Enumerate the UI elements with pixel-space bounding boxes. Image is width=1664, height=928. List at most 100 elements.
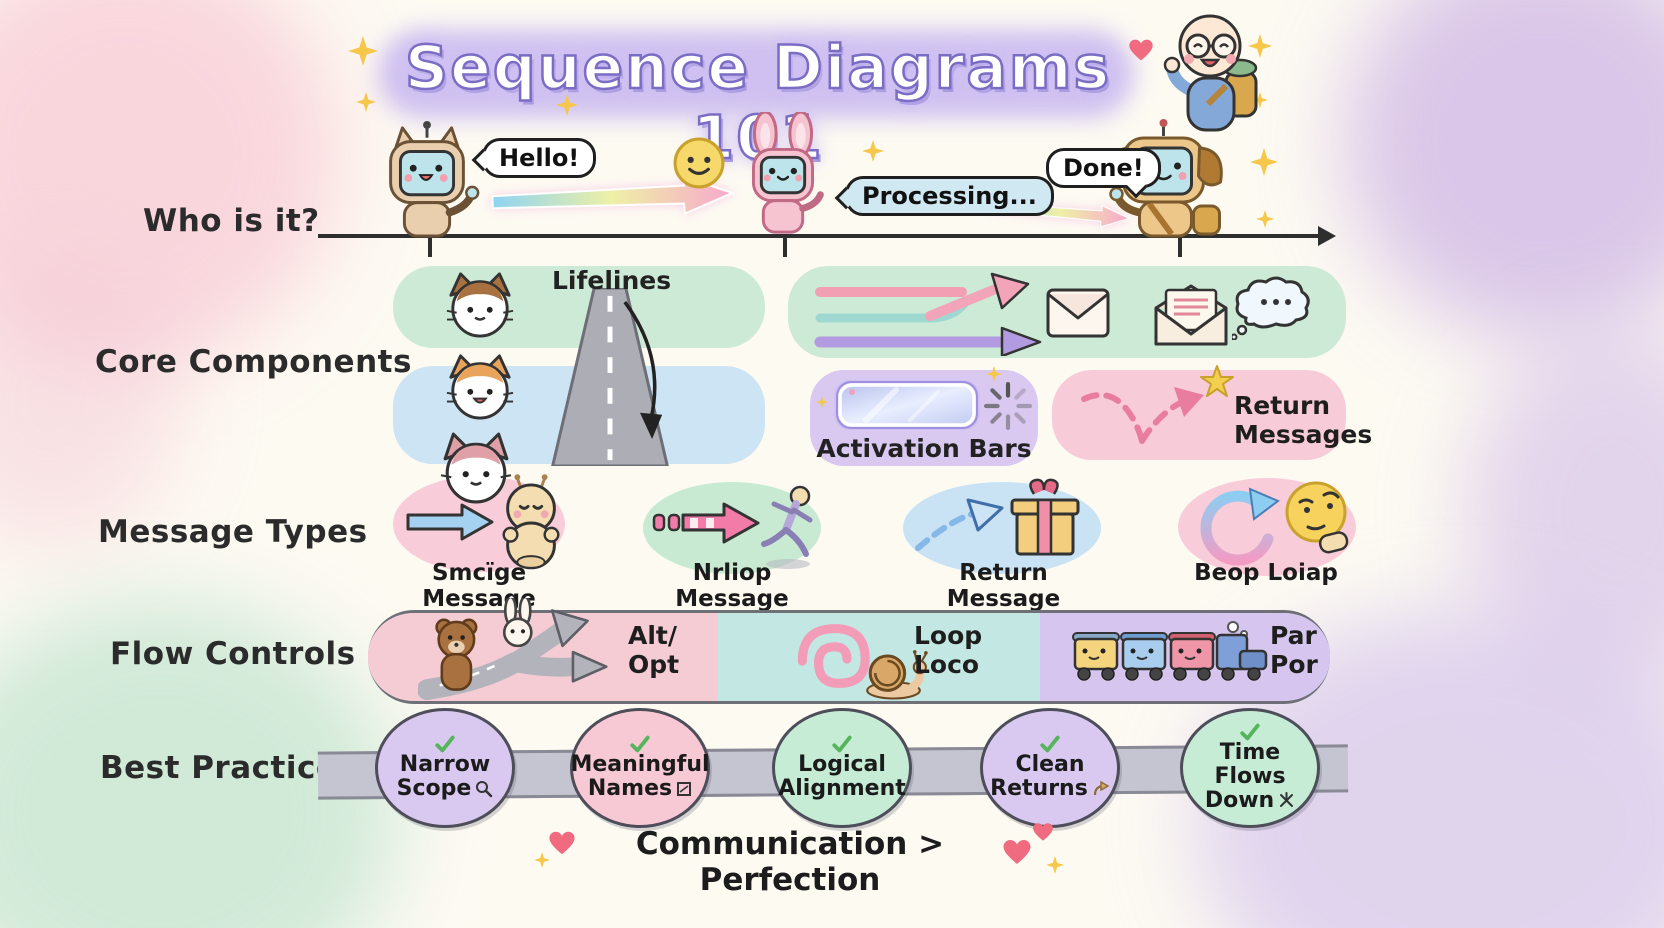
sparkle-icon (534, 852, 550, 868)
sparkle-icon (1248, 34, 1272, 58)
cat-face-icon (440, 432, 512, 504)
open-envelope-icon (1154, 284, 1228, 346)
timeline-axis (318, 234, 1320, 238)
sparkle-icon (816, 396, 828, 408)
practice-line2: Returns (990, 776, 1088, 801)
block-arrow-icon (406, 503, 494, 541)
thought-cloud-icon (1232, 276, 1310, 340)
loop-arrow-icon (1200, 487, 1280, 566)
zen-creature-icon (502, 474, 560, 570)
practice-line2: Names (587, 776, 673, 801)
heart-icon (1033, 823, 1053, 841)
practice-line1: Meaningful (570, 752, 710, 778)
practice-narrow-scope: Narrow Scope (375, 708, 515, 828)
sparkle-icon (1256, 210, 1274, 228)
runner-icon (761, 485, 813, 569)
practice-line2: Down (1204, 787, 1275, 813)
tool-icon (1280, 792, 1294, 808)
hello-text: Hello! (499, 144, 580, 172)
spinner-icon (984, 382, 1032, 430)
dashed-block-arrow-icon (652, 502, 760, 544)
train-icon (1072, 621, 1268, 681)
practice-line1: Clean (1015, 752, 1085, 778)
practice-logical-alignment: Logical Alignment (772, 708, 912, 828)
row-label-practices: Best Practices (100, 750, 357, 786)
sparkle-icon (556, 94, 578, 116)
road-icon (551, 288, 669, 466)
return-messages-label: Return Messages (1234, 391, 1373, 450)
cat-face-icon (446, 354, 514, 420)
practice-line1: Time Flows (1214, 740, 1286, 790)
practice-clean-returns: Clean Returns (980, 708, 1120, 828)
lifeline-tick (1178, 238, 1182, 257)
curved-arrow-icon (623, 300, 663, 439)
check-icon (1240, 724, 1260, 741)
sparkle-icon (862, 140, 884, 162)
square-icon (677, 781, 692, 796)
processing-speech-bubble: Processing... (834, 176, 1054, 216)
processing-text: Processing... (862, 182, 1037, 210)
check-icon (435, 735, 455, 753)
cat-robot-icon (389, 120, 480, 238)
message-arrows-icon (814, 272, 1042, 356)
return-line1: Return (1234, 391, 1331, 420)
bounce-arrow-icon (1081, 387, 1204, 444)
row-label-messages: Message Types (98, 514, 368, 550)
dashed-arrow-icon (915, 498, 1004, 551)
alt-opt-label: Alt/ Opt (628, 621, 680, 680)
lifeline-tick (783, 238, 787, 257)
gift-icon (1010, 478, 1080, 556)
thinking-face-icon (1285, 481, 1349, 554)
timeline-arrowhead-icon (1318, 226, 1336, 246)
loop-loco-label: Loop Loco (914, 621, 983, 680)
sparkle-icon (1046, 856, 1064, 874)
practice-line2: Scope (396, 776, 472, 801)
cat-face-icon (446, 272, 514, 338)
heart-icon (549, 831, 575, 855)
activation-bar-icon (834, 380, 980, 430)
row-label-core: Core Components (95, 344, 412, 380)
done-speech-bubble: Done! (1046, 148, 1161, 199)
smiley-icon (673, 137, 725, 189)
sparkle-icon (1252, 92, 1268, 108)
return-line2: Messages (1234, 419, 1373, 449)
bunny-robot-icon (751, 112, 824, 234)
lifeline-tick (428, 238, 432, 257)
rainbow-arrow-icon (491, 175, 736, 215)
sparkle-icon (986, 366, 1002, 382)
sparkle-icon (356, 92, 376, 112)
check-icon (832, 735, 852, 753)
alt-line2: Opt (628, 649, 680, 679)
practice-line1: Narrow (399, 752, 491, 778)
hello-speech-bubble: Hello! (471, 138, 597, 178)
sparkle-icon (348, 36, 378, 66)
envelope-icon (1046, 288, 1110, 338)
practice-time-flows-down: Time Flows Down (1180, 708, 1320, 828)
message-type-label: Beop Loiap (1194, 560, 1338, 586)
message-type-label: Nrliop Message (675, 560, 789, 612)
heart-icon (1129, 39, 1153, 61)
row-label-flow: Flow Controls (110, 636, 356, 672)
loop-line1: Loop (914, 621, 983, 650)
practice-meaningful-names: Meaningful Names (570, 708, 710, 828)
check-icon (1040, 735, 1060, 753)
title-glow (378, 30, 1134, 118)
return-doodle-icon (1093, 780, 1110, 795)
spiral-snail-icon (797, 624, 928, 700)
done-text: Done! (1063, 154, 1144, 182)
return-band-pink (1052, 370, 1346, 460)
practice-line1: Logical (798, 752, 886, 778)
par-line2: Por (1270, 649, 1318, 679)
message-type-label: Return Message (946, 560, 1061, 612)
loop-line2: Loco (914, 649, 980, 679)
activation-label: Activation Bars (816, 434, 1032, 463)
practice-line2: Alignment (778, 776, 906, 801)
star-icon (1200, 365, 1234, 397)
magnifier-icon (476, 780, 493, 798)
sparkle-icon (1250, 148, 1278, 176)
dog-robot-icon (1108, 119, 1223, 238)
hiker-icon (1163, 14, 1258, 132)
wash-purple-topright (1344, 0, 1664, 340)
par-por-label: Par Por (1270, 621, 1318, 680)
